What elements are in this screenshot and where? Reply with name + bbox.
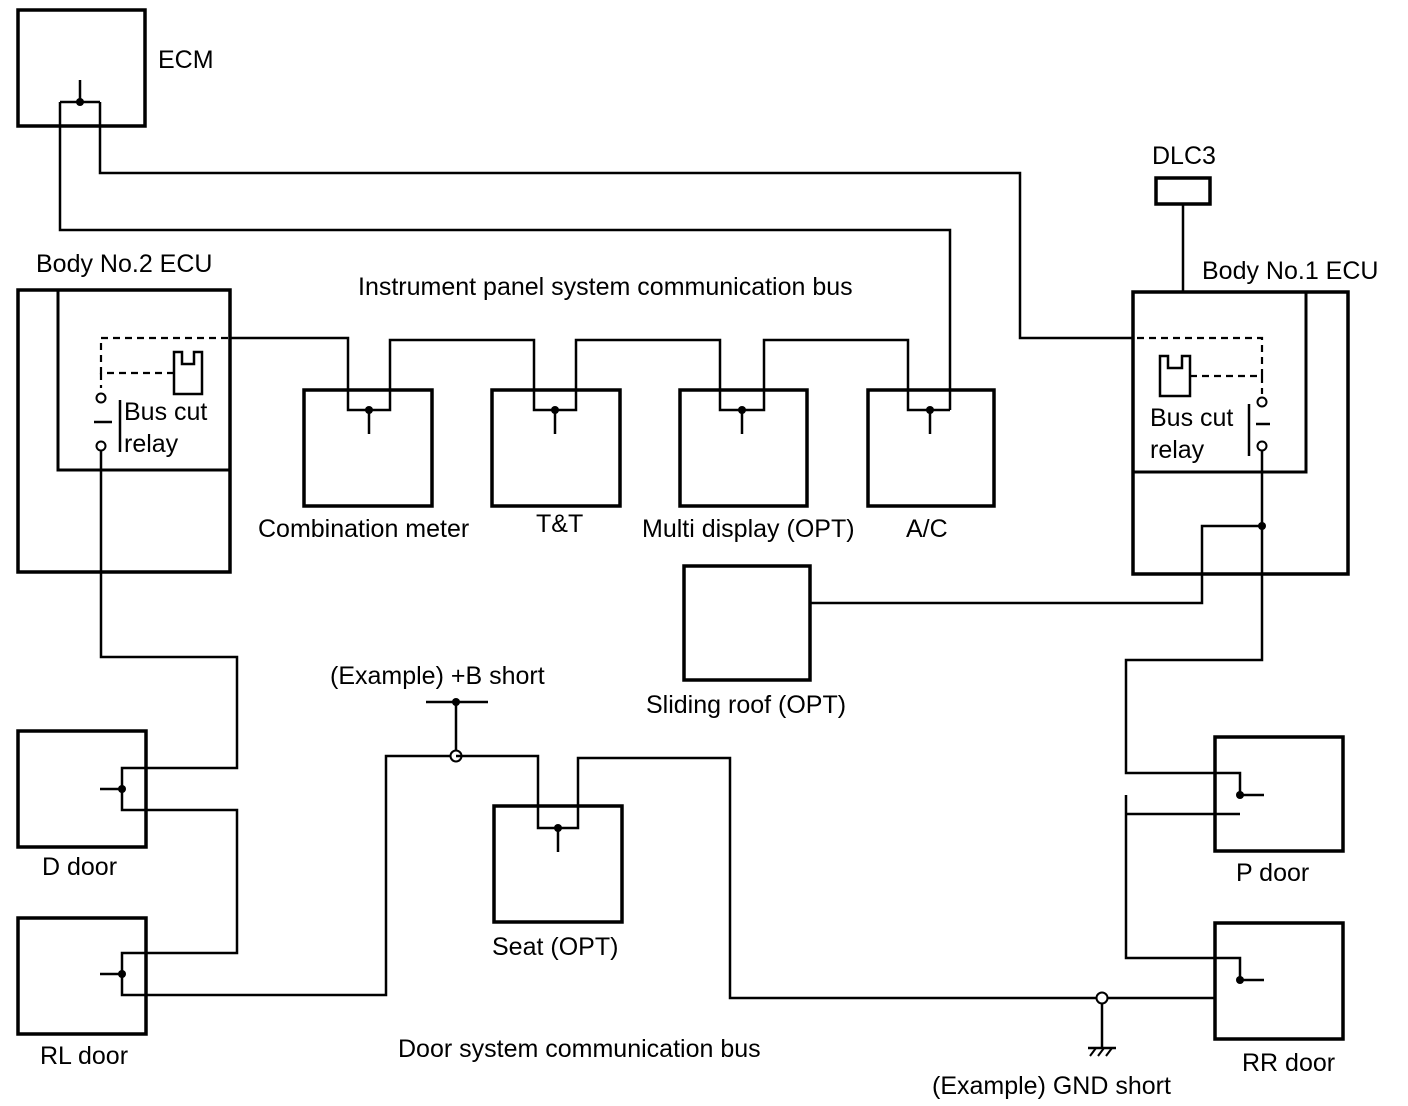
door-bus-label: Door system communication bus: [398, 1035, 761, 1063]
left-door-wires: [99, 451, 456, 997]
rl-door: RL door: [16, 916, 148, 1070]
tt-label: T&T: [536, 510, 583, 538]
ip-bus-label: Instrument panel system communication bu…: [358, 273, 853, 301]
gnd-short: (Example) GND short: [932, 991, 1171, 1100]
combination-meter-label: Combination meter: [258, 515, 469, 543]
ecm-wires: [58, 100, 1133, 410]
body1-label: Body No.1 ECU: [1202, 257, 1378, 285]
p-door-label: P door: [1236, 859, 1309, 887]
ecm: ECM: [16, 8, 214, 128]
body2-relay-label-2: relay: [124, 430, 179, 458]
ip-bus-wires: [230, 336, 950, 412]
body-no2-ecu: Body No.2 ECU Bus cut relay: [16, 250, 232, 574]
seat-label: Seat (OPT): [492, 933, 618, 961]
body-no1-ecu: Body No.1 ECU Bus cut relay: [1131, 257, 1378, 576]
d-door: D door: [16, 729, 148, 881]
ac: A/C: [866, 388, 996, 543]
body1-relay-label-2: relay: [1150, 436, 1205, 464]
b-short: (Example) +B short: [330, 662, 545, 763]
t-and-t: T&T: [490, 388, 622, 538]
ecm-label: ECM: [158, 46, 214, 74]
dlc3: DLC3: [1152, 142, 1216, 292]
rr-door-label: RR door: [1242, 1049, 1335, 1077]
ac-label: A/C: [906, 515, 948, 543]
d-door-label: D door: [42, 853, 117, 881]
multi-display: Multi display (OPT): [642, 388, 855, 543]
rl-door-label: RL door: [40, 1042, 128, 1070]
b-short-label: (Example) +B short: [330, 662, 545, 690]
body2-label: Body No.2 ECU: [36, 250, 212, 278]
multi-display-label: Multi display (OPT): [642, 515, 855, 543]
gnd-short-label: (Example) GND short: [932, 1072, 1171, 1100]
sliding-roof-label: Sliding roof (OPT): [646, 691, 846, 719]
p-door: P door: [1213, 735, 1345, 887]
combination-meter: Combination meter: [258, 388, 469, 543]
body2-relay-label-1: Bus cut: [124, 398, 207, 426]
sliding-roof: Sliding roof (OPT): [646, 564, 846, 719]
body1-output-wires: [810, 451, 1266, 795]
door-bus-wires: [456, 754, 1242, 1000]
dlc3-label: DLC3: [1152, 142, 1216, 170]
rr-door: RR door: [1213, 921, 1345, 1077]
body1-relay-label-1: Bus cut: [1150, 404, 1233, 432]
seat: Seat (OPT): [492, 804, 624, 961]
